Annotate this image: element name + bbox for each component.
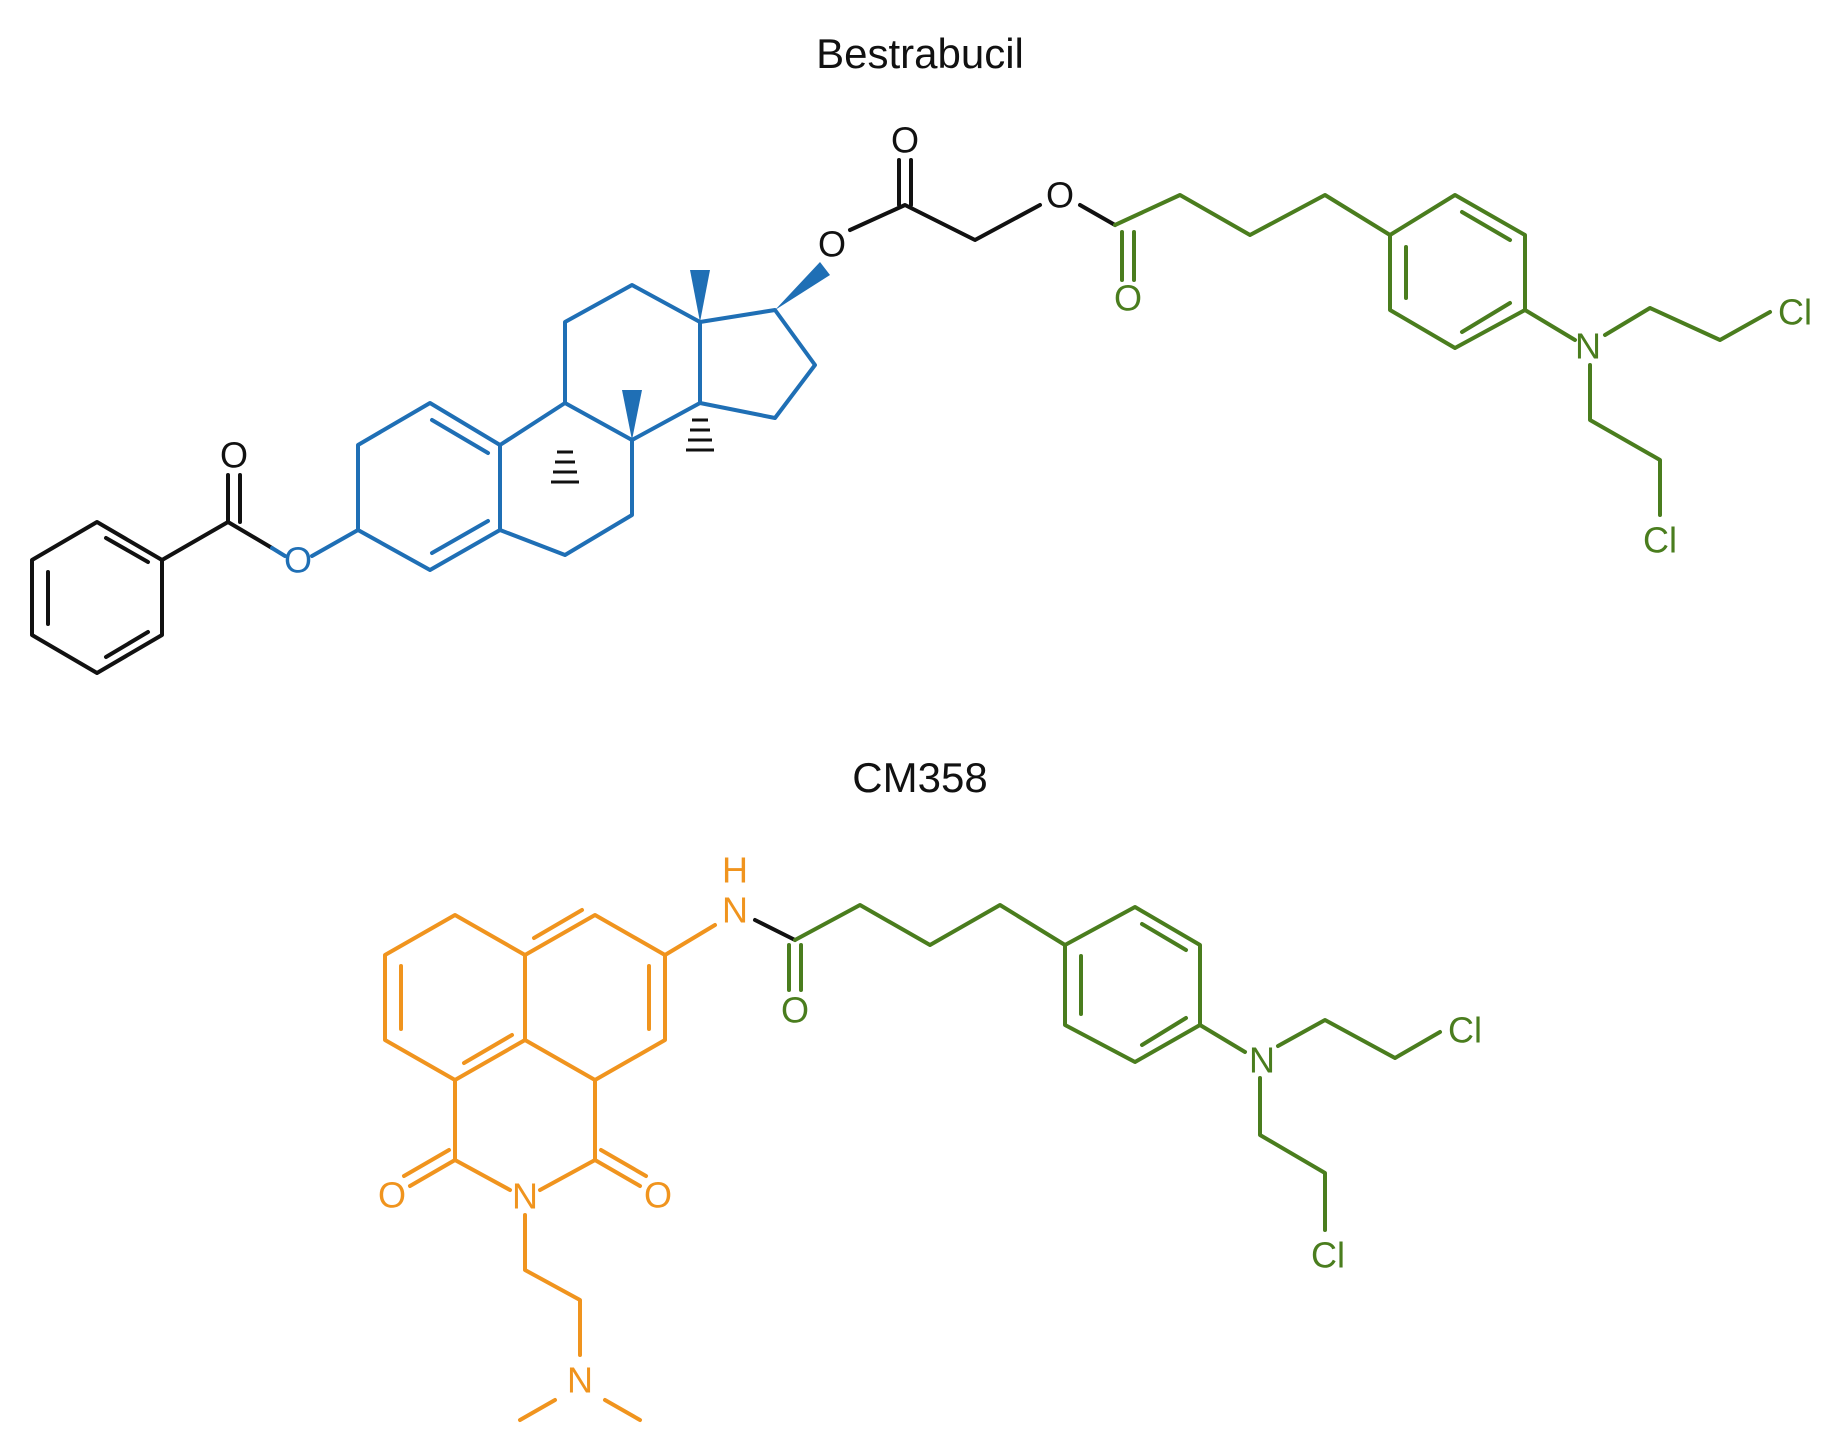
- steroid-stereo-bonds: [551, 262, 830, 484]
- atom-n-amide: N: [722, 890, 748, 931]
- atom-o-benzoate-carbonyl: O: [220, 435, 248, 476]
- benzoate-ester-linkage: [160, 473, 360, 562]
- bestrabucil-structure: Bestrabucil O O: [30, 30, 1812, 675]
- cm358-structure: CM358 O N O N H N: [378, 754, 1482, 1422]
- atom-o-amide-carbonyl: O: [781, 990, 809, 1031]
- cm358-chlorambucil-moiety: [787, 903, 1442, 1232]
- atom-n-imide: N: [512, 1176, 538, 1217]
- steroid-core: [356, 283, 817, 572]
- atom-n-cm358-mustard: N: [1249, 1040, 1275, 1081]
- atom-cl-cm358-2: Cl: [1311, 1235, 1345, 1276]
- atom-o-linker-ester: O: [1046, 175, 1074, 216]
- atom-o-17-ester: O: [818, 224, 846, 265]
- atom-h-amide: H: [722, 850, 748, 891]
- bestrabucil-title: Bestrabucil: [816, 30, 1024, 77]
- benzoate-phenyl-ring: [30, 520, 164, 675]
- atom-n-dimethylamino: N: [567, 1360, 593, 1401]
- atom-o-chlorambucil-carbonyl: O: [1114, 278, 1142, 319]
- atom-cl-cm358-1: Cl: [1448, 1010, 1482, 1051]
- atom-o-imide-1: O: [378, 1175, 406, 1216]
- amide-linkage: [753, 918, 797, 942]
- atom-n-mustard: N: [1575, 326, 1601, 367]
- cm358-title: CM358: [852, 754, 987, 801]
- atom-o-benzoate-ester: O: [284, 540, 312, 581]
- atom-cl-mustard-1: Cl: [1778, 292, 1812, 333]
- atom-o-imide-2: O: [644, 1175, 672, 1216]
- naphthalimide-core: [383, 908, 717, 1422]
- glycolate-linker: [848, 158, 1117, 242]
- atom-o-linker-carbonyl: O: [891, 120, 919, 161]
- chlorambucil-moiety: [1113, 193, 1772, 517]
- atom-cl-mustard-2: Cl: [1643, 520, 1677, 561]
